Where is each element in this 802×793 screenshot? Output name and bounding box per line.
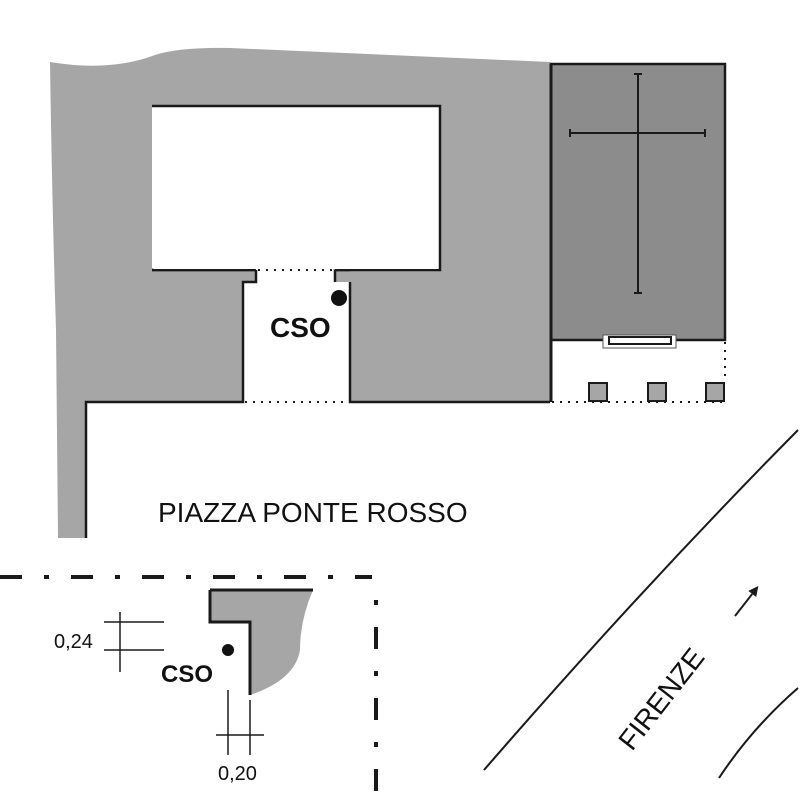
station-marker-main [331, 290, 347, 306]
dimension-label-024: 0,24 [54, 631, 93, 653]
courtyard [153, 107, 439, 269]
dimension-horizontal [104, 612, 164, 672]
church-step-inner [608, 336, 672, 345]
arrow-icon [734, 586, 759, 617]
dimension-label-020: 0,20 [218, 763, 257, 785]
portico-column [647, 382, 667, 402]
square-name: PIAZZA PONTE ROSSO [158, 497, 468, 528]
portico-column [705, 382, 725, 402]
station-label-main: CSO [270, 312, 331, 343]
detail-building-outline [208, 590, 252, 695]
cross-icon [569, 73, 706, 294]
building-outline-left [84, 270, 258, 538]
street-edge-lower [718, 687, 799, 779]
dimension-vertical [216, 690, 264, 755]
portico-column [588, 382, 608, 402]
station-marker-detail [222, 644, 234, 656]
building-block-main [50, 47, 550, 539]
street-edge-upper [483, 429, 799, 771]
station-label-detail: CSO [161, 661, 213, 688]
street-name: FIRENZE [612, 642, 710, 755]
detail-building [210, 590, 313, 695]
